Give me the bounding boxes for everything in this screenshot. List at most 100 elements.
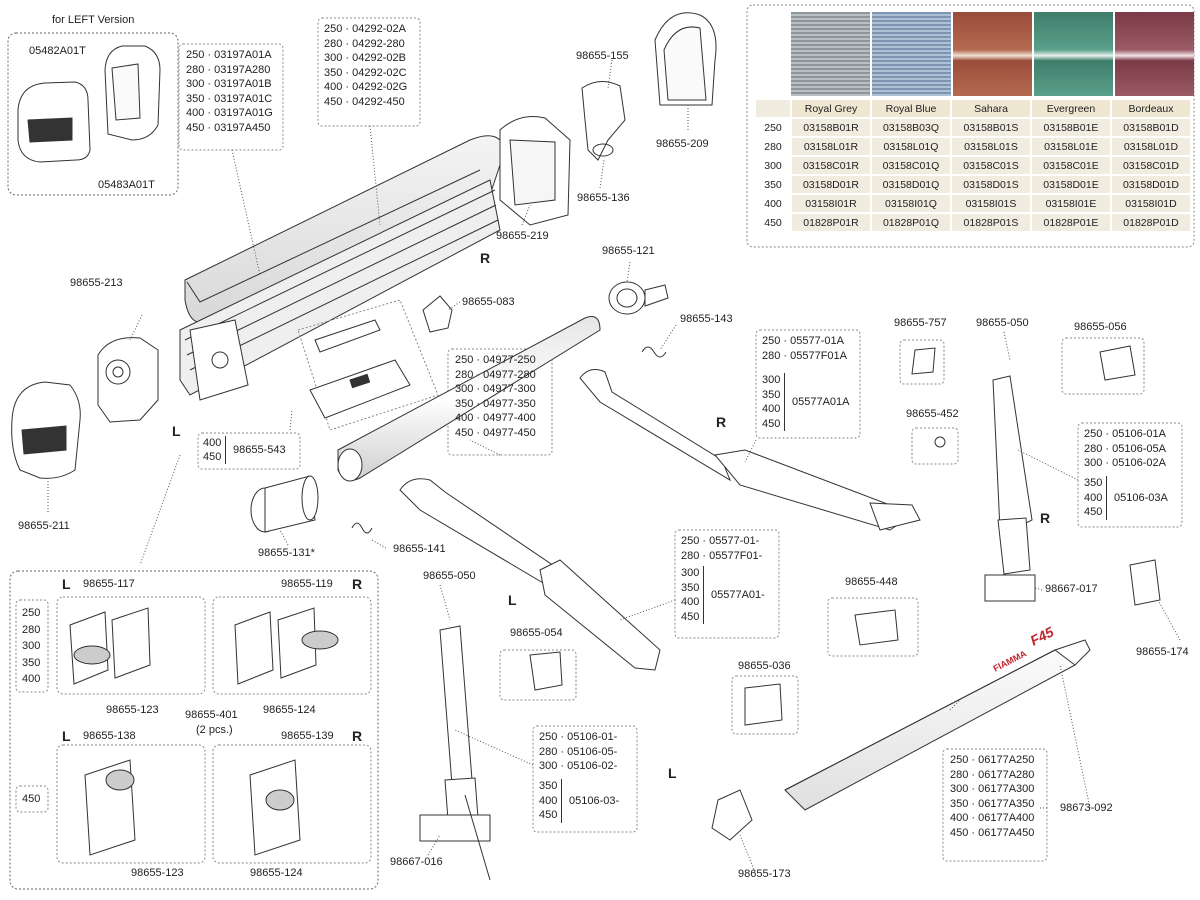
left-version-title: for LEFT Version xyxy=(52,14,135,26)
size: 400 xyxy=(681,596,700,608)
code-cell: 01828P01R xyxy=(792,214,870,231)
code-cell: 03158C01E xyxy=(1032,157,1110,174)
part-label: 98655-123 xyxy=(131,867,184,879)
part-label: 98655-141 xyxy=(393,543,446,555)
arm-r-sizes: 300 350 400 450 xyxy=(762,373,786,431)
part-label: 98655-138 xyxy=(83,730,136,742)
size: 450 xyxy=(762,417,781,430)
part-label: 98655-211 xyxy=(18,520,70,532)
size: 300 xyxy=(681,567,700,579)
code-cell: 03158B03Q xyxy=(872,119,950,136)
part-label: 98655-119 xyxy=(281,578,333,590)
roller-code: 250 · 04977-250 xyxy=(455,354,536,366)
part-label: 98655-050 xyxy=(423,570,476,582)
arm-l-code: 250 · 05577-01- xyxy=(681,535,760,547)
part-label: 98655-056 xyxy=(1074,321,1127,333)
profile-code: 350 · 04292-02C xyxy=(324,66,407,79)
side-letter: R xyxy=(1040,510,1051,526)
roller-code: 400 · 04977-400 xyxy=(455,412,536,424)
size: 400 xyxy=(762,403,781,415)
code-cell: 03158I01Q xyxy=(872,195,950,212)
code-cell: 01828P01Q xyxy=(872,214,950,231)
code-cell: 01828P01S xyxy=(952,214,1030,231)
leg-r-code: 250 · 05106-01A xyxy=(1084,428,1166,440)
size: 450 xyxy=(539,809,558,821)
part-label: 98655-401 xyxy=(185,709,238,721)
cover-code: 300 · 03197A01B xyxy=(186,78,272,90)
part-label: 98655-452 xyxy=(906,408,959,420)
arm-l-code-shared: 05577A01- xyxy=(711,589,765,601)
code-cell: 03158B01S xyxy=(952,119,1030,136)
part-label: 98655-083 xyxy=(462,296,515,308)
side-letter: L xyxy=(172,423,181,439)
size: 350 xyxy=(1084,477,1103,489)
cover-code: 400 · 03197A01G xyxy=(186,107,273,119)
code-cell: 03158C01S xyxy=(952,157,1030,174)
table-row: 300 03158C01R 03158C01Q 03158C01S 03158C… xyxy=(756,157,1190,174)
size-cell: 300 xyxy=(756,157,790,174)
code-cell: 03158D01S xyxy=(952,176,1030,193)
part-label: 98655-121 xyxy=(602,245,655,257)
part-label: 98655-213 xyxy=(70,277,123,289)
leg-r-code: 280 · 05106-05A xyxy=(1084,442,1166,455)
side-letter: L xyxy=(62,576,71,592)
size: 280 xyxy=(22,623,41,636)
color-header: Royal Blue xyxy=(872,100,950,117)
roller-code: 280 · 04977-280 xyxy=(455,368,536,381)
part-label: 98655-155 xyxy=(576,50,629,62)
roller-code: 350 · 04977-350 xyxy=(455,397,536,410)
arm-r-code-list: 250 · 05577-01A 280 · 05577F01A xyxy=(762,334,847,363)
size-cell: 250 xyxy=(756,119,790,136)
code-cell: 01828P01D xyxy=(1112,214,1190,231)
rail-code: 250 · 06177A250 xyxy=(950,754,1035,766)
leg-l-size-group: 350 400 450 05106-03- xyxy=(539,779,634,825)
profile-code: 450 · 04292-450 xyxy=(324,95,405,108)
leg-l-code-shared: 05106-03- xyxy=(569,795,620,807)
color-header: Royal Grey xyxy=(792,100,870,117)
side-letter: R xyxy=(716,414,727,430)
leg-l-code: 280 · 05106-05- xyxy=(539,745,618,758)
part-label: 98655-139 xyxy=(281,730,334,742)
swatch-royal-grey xyxy=(791,12,870,96)
profile-code: 250 · 04292-02A xyxy=(324,23,406,35)
code-cell: 03158I01D xyxy=(1112,195,1190,212)
rail-code: 300 · 06177A300 xyxy=(950,783,1035,795)
part-label: 98673-092 xyxy=(1060,802,1113,814)
size: 350 xyxy=(681,581,700,594)
size-cell: 400 xyxy=(756,195,790,212)
code-cell: 03158L01R xyxy=(792,138,870,155)
size: 400 xyxy=(1084,491,1103,504)
arm-r-size-group: 300 350 400 450 05577A01A xyxy=(762,373,857,433)
part-label: 98655-117 xyxy=(83,578,135,590)
size: 400 xyxy=(539,794,558,807)
code-cell: 03158B01E xyxy=(1032,119,1110,136)
rail-code-list: 250 · 06177A250 280 · 06177A280 300 · 06… xyxy=(950,753,1034,840)
size-cell: 450 xyxy=(756,214,790,231)
arm-l-code-list: 250 · 05577-01- 280 · 05577F01- xyxy=(681,534,762,563)
code-cell: 03158C01D xyxy=(1112,157,1190,174)
size: 350 xyxy=(22,656,41,669)
code-cell: 03158L01Q xyxy=(872,138,950,155)
roller-code-list: 250 · 04977-250 280 · 04977-280 300 · 04… xyxy=(455,353,536,440)
part-label: 98667-016 xyxy=(390,856,443,868)
rail-code: 400 · 06177A400 xyxy=(950,812,1035,824)
size-cell: 280 xyxy=(756,138,790,155)
size: 450 xyxy=(681,610,700,623)
arm-l-size-group: 300 350 400 450 05577A01- xyxy=(681,566,776,626)
part-label: 98655-124 xyxy=(250,867,303,879)
table-row: 350 03158D01R 03158D01Q 03158D01S 03158D… xyxy=(756,176,1190,193)
size: 350 xyxy=(762,388,781,401)
part-label: 98655-448 xyxy=(845,576,898,588)
profile-code-list: 250 · 04292-02A 280 · 04292-280 300 · 04… xyxy=(324,22,407,109)
code-cell: 03158L01S xyxy=(952,138,1030,155)
part-label: 98655-131* xyxy=(258,547,315,559)
leg-l-code: 300 · 05106-02- xyxy=(539,760,618,772)
size: 450 xyxy=(203,451,222,463)
cover-code: 250 · 03197A01A xyxy=(186,49,272,61)
size: 300 xyxy=(22,640,41,652)
table-row: 400 03158I01R 03158I01Q 03158I01S 03158I… xyxy=(756,195,1190,212)
side-letter: L xyxy=(668,765,677,781)
rail-code: 280 · 06177A280 xyxy=(950,768,1035,781)
size: 400 xyxy=(22,673,41,685)
roller-code: 450 · 04977-450 xyxy=(455,426,536,439)
